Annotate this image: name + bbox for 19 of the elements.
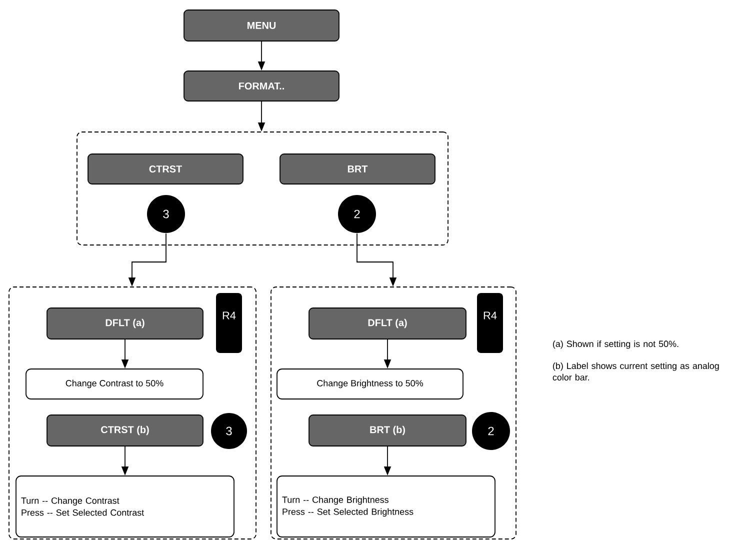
menu-item-box: BRT (b): [308, 414, 466, 446]
dashed-group-box: [8, 286, 256, 540]
menu-item-box: MENU: [184, 10, 340, 42]
control-tag: R4: [477, 293, 503, 353]
menu-item-box: DFLT (a): [46, 308, 204, 340]
instruction-box: Turn -- Change Brightness Press -- Set Selected Brightness: [276, 476, 496, 538]
menu-item-box: FORMAT..: [184, 70, 340, 102]
instruction-box: Turn -- Change Contrast Press -- Set Selected Contrast: [16, 476, 234, 538]
control-tag: R4: [216, 293, 242, 353]
menu-item-box: CTRST: [88, 154, 244, 184]
dashed-group-box: [76, 132, 448, 246]
footnote: (b) Label shows current setting as analog color bar.: [552, 362, 719, 380]
action-box: Change Brightness to 50%: [276, 368, 464, 400]
menu-item-box: DFLT (a): [308, 308, 466, 340]
menu-item-box: BRT: [280, 154, 436, 184]
action-box: Change Contrast to 50%: [26, 368, 204, 400]
dashed-group-box: [270, 286, 516, 540]
footnote: (a) Shown if setting is not 50%.: [553, 340, 678, 349]
menu-item-box: CTRST (b): [46, 414, 204, 446]
